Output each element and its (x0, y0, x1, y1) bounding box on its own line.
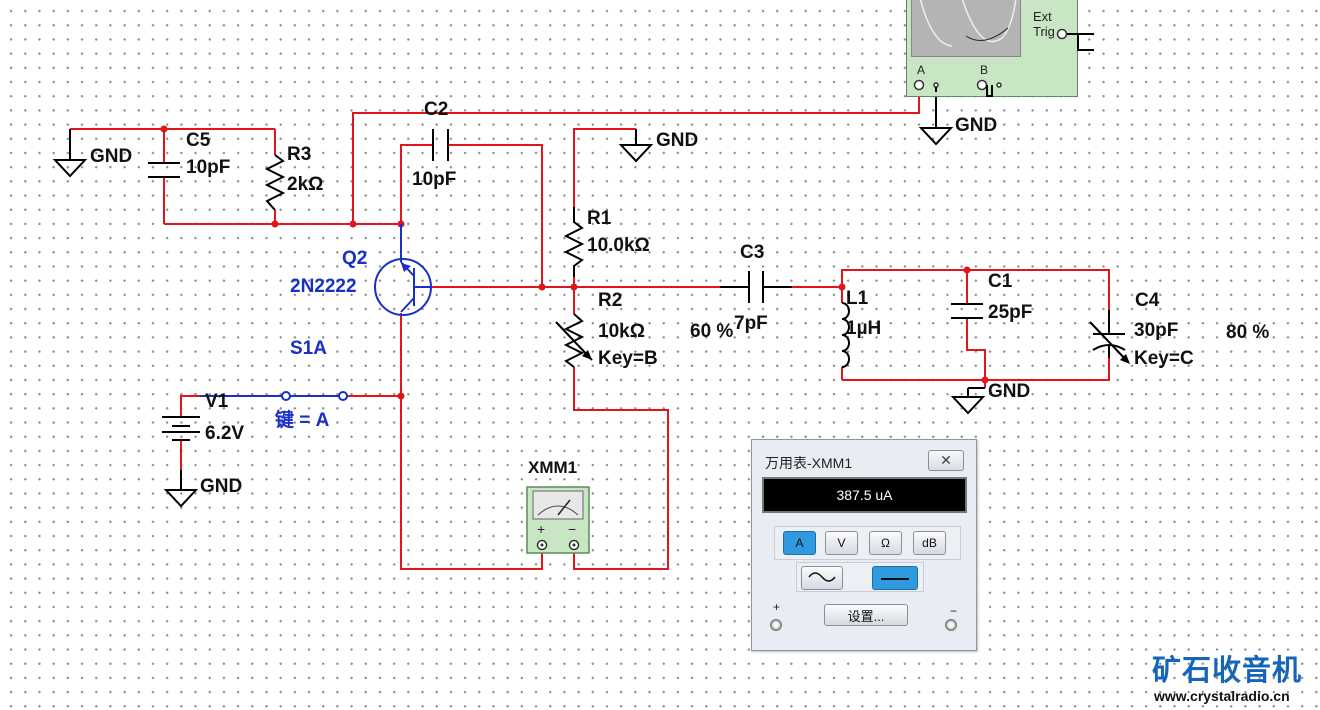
r3-value: 2kΩ (287, 174, 323, 195)
q2-model: 2N2222 (290, 276, 357, 297)
c4-percent: 80 % (1226, 322, 1269, 343)
ground-symbol: GND (950, 381, 1030, 415)
r1-ref: R1 (587, 208, 612, 229)
gnd-label: GND (200, 476, 242, 497)
gnd-label: GND (90, 146, 132, 167)
settings-button[interactable]: 设置... (824, 604, 908, 626)
gnd-label: GND (656, 130, 698, 151)
gnd-label: GND (955, 115, 997, 136)
capacitor-c3[interactable]: C3 7pF (720, 242, 792, 334)
ac-wave-icon (808, 571, 836, 586)
capacitor-c2[interactable]: C2 10pF (412, 99, 456, 190)
l1-value: 1µH (846, 318, 881, 339)
xmm1-ref: XMM1 (528, 458, 577, 477)
resistor-r1[interactable]: R1 10.0kΩ (563, 207, 650, 277)
r2-key: Key=B (598, 348, 658, 369)
multimeter-xmm1-icon[interactable]: XMM1 + − (526, 458, 590, 554)
c4-value: 30pF (1134, 320, 1178, 341)
l1-ref: L1 (846, 288, 869, 309)
c5-ref: C5 (186, 130, 211, 151)
negative-terminal[interactable] (945, 619, 957, 631)
close-button[interactable]: ✕ (928, 450, 964, 471)
close-icon: ✕ (940, 452, 952, 468)
r2-value: 10kΩ (598, 321, 645, 342)
channel-b-label: B (980, 63, 989, 77)
capacitor-c5[interactable]: C5 10pF (148, 130, 230, 178)
scope-ext-trig-terminal[interactable] (1056, 28, 1068, 40)
scope-screen (911, 0, 1021, 57)
ac-mode-button[interactable] (801, 566, 843, 590)
multimeter-title: 万用表-XMM1 (765, 455, 853, 471)
c3-ref: C3 (740, 242, 764, 263)
multimeter-display: 387.5 uA (762, 477, 967, 513)
c1-ref: C1 (988, 271, 1013, 292)
wires (70, 92, 1110, 570)
r1-value: 10.0kΩ (587, 235, 650, 256)
scope-terminal-a[interactable] (913, 79, 925, 91)
watermark-url: www.crystalradio.cn (1154, 688, 1290, 704)
s1-key: 键 = A (274, 408, 330, 431)
signal-button-group (796, 562, 924, 592)
scope-terminal-b[interactable] (976, 79, 988, 91)
ground-symbol: GND (52, 129, 132, 178)
q2-ref: Q2 (342, 248, 367, 269)
c1-value: 25pF (988, 302, 1032, 323)
r2-percent: 60 % (690, 321, 733, 342)
inductor-l1[interactable]: L1 1µH (841, 288, 881, 368)
mode-volt-button[interactable]: V (825, 531, 858, 555)
dc-mode-button[interactable] (872, 566, 918, 590)
resistor-r3[interactable]: R3 2kΩ (264, 144, 323, 211)
positive-terminal-label: + (773, 600, 781, 614)
v1-value: 6.2V (205, 423, 244, 444)
ground-symbol: GND (918, 92, 997, 146)
mode-ohm-button[interactable]: Ω (869, 531, 902, 555)
capacitor-c1[interactable]: C1 25pF (951, 271, 1032, 323)
r3-ref: R3 (287, 144, 311, 165)
scope-terminal-a-minus[interactable] (933, 82, 939, 88)
xmm1-plus: + (537, 521, 545, 537)
ground-symbol: GND (163, 470, 242, 508)
watermark-logo-text: 矿石收音机 (1152, 655, 1303, 687)
multimeter-panel[interactable]: 万用表-XMM1 ✕ 387.5 uA A V Ω dB + − 设置... (751, 439, 977, 651)
mode-db-button[interactable]: dB (913, 531, 946, 555)
scope-terminal-b-minus[interactable] (996, 82, 1002, 88)
switch-s1a[interactable]: S1A 键 = A (200, 338, 348, 431)
oscilloscope-instrument[interactable]: Ext Trig A B (906, 0, 1078, 97)
mode-button-group: A V Ω dB (774, 526, 961, 560)
positive-terminal[interactable] (770, 619, 782, 631)
mode-ampere-button[interactable]: A (783, 531, 816, 555)
transistor-q2[interactable]: Q2 2N2222 (290, 224, 432, 316)
ext-trig-label: Ext Trig (1033, 9, 1055, 39)
negative-terminal-label: − (950, 604, 958, 618)
r2-ref: R2 (598, 290, 622, 311)
variable-capacitor-c4[interactable]: C4 30pF Key=C 80 % (1089, 290, 1269, 369)
battery-v1[interactable]: V1 6.2V (162, 391, 244, 444)
channel-a-label: A (917, 63, 926, 77)
xmm1-minus: − (568, 521, 576, 537)
c5-value: 10pF (186, 157, 230, 178)
c3-value: 7pF (734, 313, 768, 334)
s1-ref: S1A (290, 338, 327, 359)
c4-ref: C4 (1135, 290, 1160, 311)
dc-line-icon (880, 571, 910, 585)
c2-value: 10pF (412, 169, 456, 190)
c4-key: Key=C (1134, 348, 1194, 369)
c2-ref: C2 (424, 99, 448, 120)
ground-symbol: GND (618, 129, 698, 163)
gnd-label: GND (988, 381, 1030, 402)
v1-ref: V1 (205, 391, 229, 412)
potentiometer-r2[interactable]: R2 10kΩ Key=B 60 % (555, 290, 733, 369)
